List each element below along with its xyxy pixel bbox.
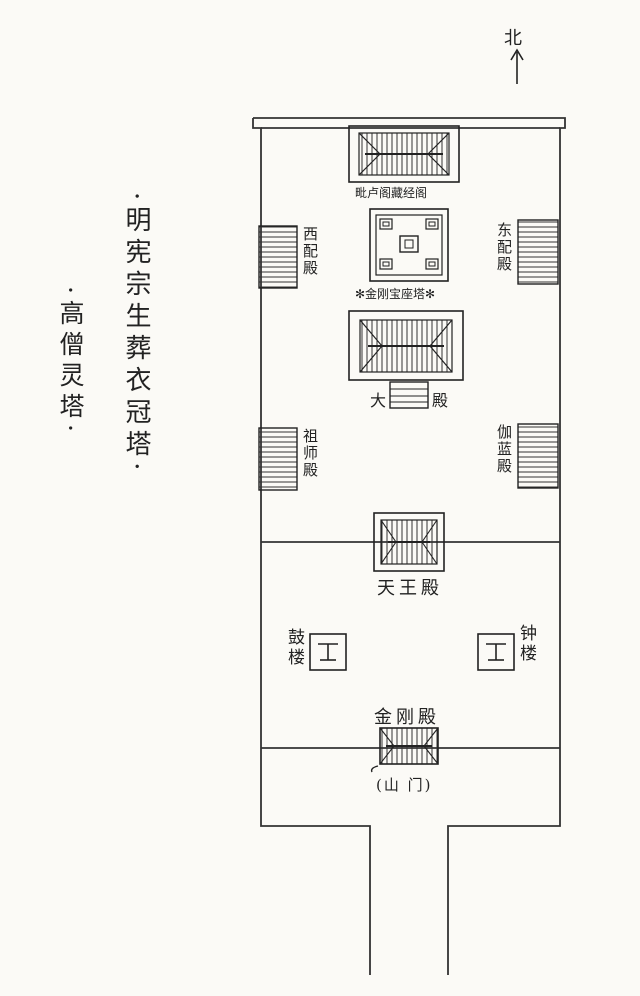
east-side-hall: [517, 219, 559, 285]
patriarch-hall: [258, 427, 298, 491]
patriarch-hall-label: 祖师殿: [301, 428, 319, 479]
library-label: 毗卢阁藏经阁: [355, 186, 428, 200]
note-monk-stupa: ·高僧灵塔·: [56, 286, 85, 438]
main-hall-label-left: 大: [370, 391, 387, 410]
library-building: [348, 125, 460, 183]
sangharama-hall-label: 伽蓝殿: [495, 424, 513, 475]
west-side-hall: [258, 225, 298, 289]
mountain-gate-label: (山 门): [376, 776, 433, 794]
bell-tower: [477, 633, 515, 671]
vajra-pagoda: [369, 208, 449, 282]
north-arrow-icon: [510, 48, 524, 84]
bell-tower-label: 钟楼: [516, 624, 536, 664]
drum-tower-label: 鼓楼: [284, 628, 304, 668]
vajra-pagoda-label: ✻金刚宝座塔✻: [355, 287, 436, 301]
heavenly-kings-hall: [373, 512, 445, 572]
sangharama-hall: [517, 423, 559, 489]
drum-tower: [309, 633, 347, 671]
east-hall-label: 东配殿: [495, 222, 513, 273]
main-hall: [348, 310, 464, 409]
note-emperor-tomb: ·明宪宗生葬衣冠塔·: [121, 192, 151, 477]
heavenly-kings-hall-label: 天王殿: [377, 578, 443, 599]
north-label: 北: [504, 28, 522, 49]
main-hall-label-right: 殿: [432, 391, 449, 410]
west-hall-label: 西配殿: [301, 226, 319, 277]
vajra-hall-label: 金刚殿: [374, 707, 440, 728]
vajra-hall: [370, 727, 439, 773]
